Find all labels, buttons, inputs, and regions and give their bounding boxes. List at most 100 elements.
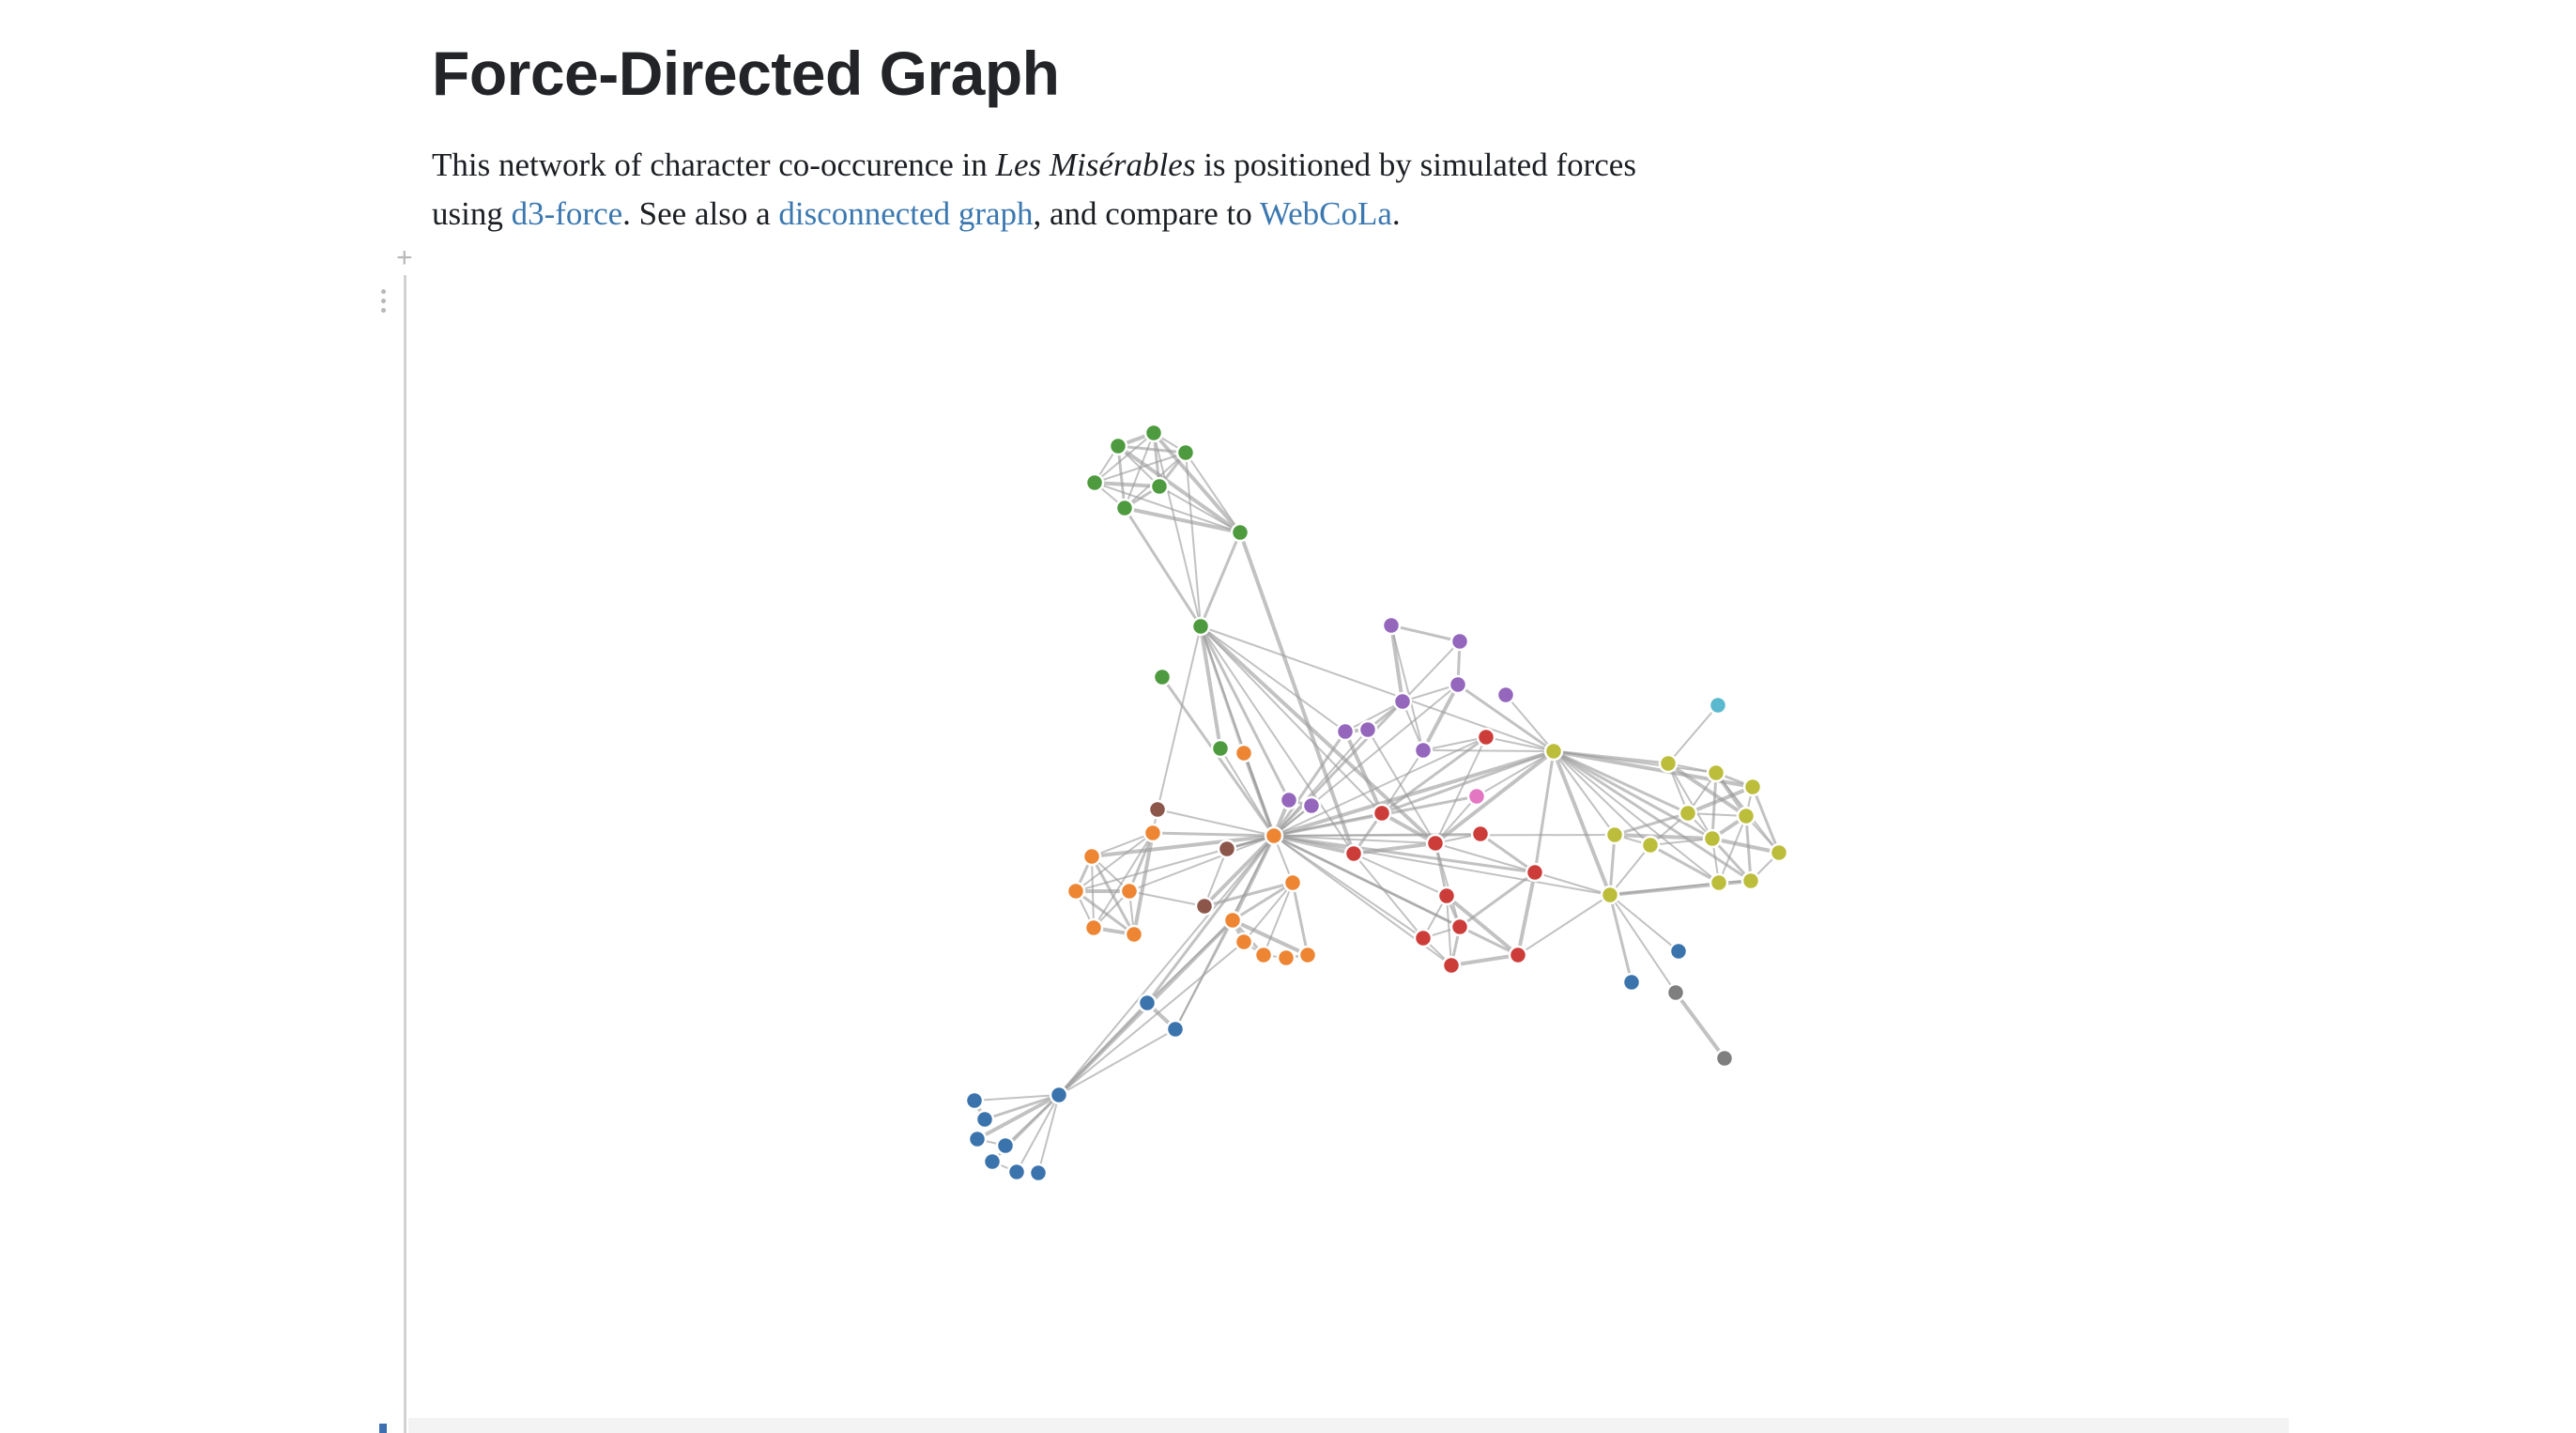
graph-node[interactable]: [1276, 948, 1296, 968]
graph-node[interactable]: [1448, 674, 1468, 695]
graph-node[interactable]: [1470, 824, 1491, 844]
graph-node[interactable]: [1301, 795, 1322, 816]
graph-link: [1434, 842, 1461, 928]
graph-node[interactable]: [1640, 835, 1661, 855]
graph-node[interactable]: [1253, 945, 1274, 965]
graph-link: [1200, 625, 1383, 814]
graph-node[interactable]: [1708, 695, 1728, 716]
graph-node[interactable]: [1413, 928, 1434, 948]
graph-node[interactable]: [1230, 522, 1250, 543]
add-cell-icon[interactable]: +: [396, 242, 413, 273]
graph-nodes[interactable]: [964, 423, 1789, 1183]
graph-link: [976, 1093, 1060, 1141]
graph-node[interactable]: [1006, 1162, 1027, 1182]
d3-force-link[interactable]: d3-force: [511, 195, 623, 232]
graph-node[interactable]: [1466, 786, 1487, 807]
graph-node[interactable]: [1740, 871, 1761, 891]
graph-node[interactable]: [1343, 843, 1364, 864]
graph-node[interactable]: [1083, 917, 1104, 938]
graph-node[interactable]: [1736, 806, 1756, 826]
graph-node[interactable]: [1081, 846, 1102, 867]
graph-node[interactable]: [1425, 833, 1446, 854]
graph-node[interactable]: [1137, 993, 1158, 1013]
graph-node[interactable]: [982, 1151, 1003, 1172]
graph-node[interactable]: [1152, 667, 1173, 687]
graph-node[interactable]: [1543, 741, 1564, 762]
graph-node[interactable]: [1600, 885, 1620, 905]
graph-node[interactable]: [1392, 691, 1413, 712]
graph-node[interactable]: [1142, 823, 1163, 843]
graph-link: [1185, 452, 1241, 533]
intro-text-2: is positioned by simulated forces using: [432, 146, 1636, 232]
graph-node[interactable]: [995, 1135, 1016, 1156]
graph-node[interactable]: [1441, 955, 1462, 976]
graph-link: [1132, 832, 1155, 935]
graph-node[interactable]: [1028, 1163, 1049, 1183]
graph-node[interactable]: [1436, 886, 1457, 906]
graph-node[interactable]: [1049, 1085, 1069, 1105]
graph-node[interactable]: [1149, 476, 1170, 497]
graph-node[interactable]: [1147, 799, 1168, 820]
graph-node[interactable]: [1084, 472, 1105, 493]
graph-node[interactable]: [1604, 824, 1625, 845]
graph-node[interactable]: [1714, 1048, 1735, 1069]
graph-node[interactable]: [1217, 839, 1237, 859]
graph-node[interactable]: [1658, 753, 1679, 774]
graph-node[interactable]: [1449, 631, 1470, 652]
graph-link: [1094, 482, 1241, 533]
graph-node[interactable]: [1706, 763, 1726, 783]
graph-node[interactable]: [967, 1129, 988, 1149]
graph-node[interactable]: [1297, 945, 1318, 965]
graph-node[interactable]: [1413, 740, 1434, 761]
graph-node[interactable]: [1678, 803, 1698, 824]
graph-node[interactable]: [1495, 685, 1516, 705]
webcola-link[interactable]: WebCoLa: [1259, 195, 1392, 232]
graph-node[interactable]: [1066, 881, 1086, 901]
intro-text-5: .: [1391, 195, 1401, 232]
graph-node[interactable]: [1665, 982, 1686, 1003]
graph-node[interactable]: [1357, 719, 1378, 740]
graph-node[interactable]: [964, 1090, 985, 1111]
disconnected-graph-link[interactable]: disconnected graph: [778, 195, 1034, 232]
graph-node[interactable]: [1525, 862, 1545, 883]
graph-node[interactable]: [1769, 842, 1789, 863]
graph-node[interactable]: [1175, 442, 1196, 463]
graph-node[interactable]: [1668, 941, 1689, 962]
graph-node[interactable]: [1508, 945, 1528, 965]
graph-link: [1117, 444, 1187, 455]
graph-node[interactable]: [1282, 872, 1303, 893]
graph-link: [1273, 835, 1461, 928]
graph-link: [1200, 625, 1555, 752]
graph-node[interactable]: [1621, 972, 1642, 993]
graph-node[interactable]: [1190, 616, 1211, 637]
graph-link: [1037, 1094, 1060, 1174]
graph-node[interactable]: [1476, 727, 1496, 747]
graph-node[interactable]: [1114, 498, 1135, 518]
graph-node[interactable]: [1108, 436, 1128, 456]
graph-node[interactable]: [1234, 743, 1254, 763]
cell-menu-icon[interactable]: [380, 289, 388, 317]
graph-node[interactable]: [974, 1109, 995, 1130]
graph-link: [1517, 894, 1611, 956]
graph-node[interactable]: [1702, 828, 1723, 849]
graph-link: [984, 1093, 1060, 1121]
graph-node[interactable]: [1234, 932, 1254, 952]
graph-node[interactable]: [1372, 803, 1392, 824]
graph-node[interactable]: [1381, 615, 1402, 636]
graph-link: [1091, 834, 1275, 858]
graph-node[interactable]: [1222, 910, 1243, 931]
graph-node[interactable]: [1709, 872, 1729, 893]
graph-node[interactable]: [1279, 790, 1299, 810]
graph-node[interactable]: [1449, 917, 1470, 937]
graph-node[interactable]: [1143, 423, 1164, 443]
graph-node[interactable]: [1335, 721, 1356, 742]
graph-node[interactable]: [1194, 896, 1215, 917]
graph-node[interactable]: [1165, 1019, 1186, 1040]
graph-node[interactable]: [1264, 825, 1284, 846]
graph-node[interactable]: [1742, 777, 1763, 797]
graph-node[interactable]: [1119, 881, 1140, 901]
graph-link: [1272, 731, 1347, 837]
graph-node[interactable]: [1210, 738, 1231, 759]
graph-node[interactable]: [1124, 924, 1144, 945]
